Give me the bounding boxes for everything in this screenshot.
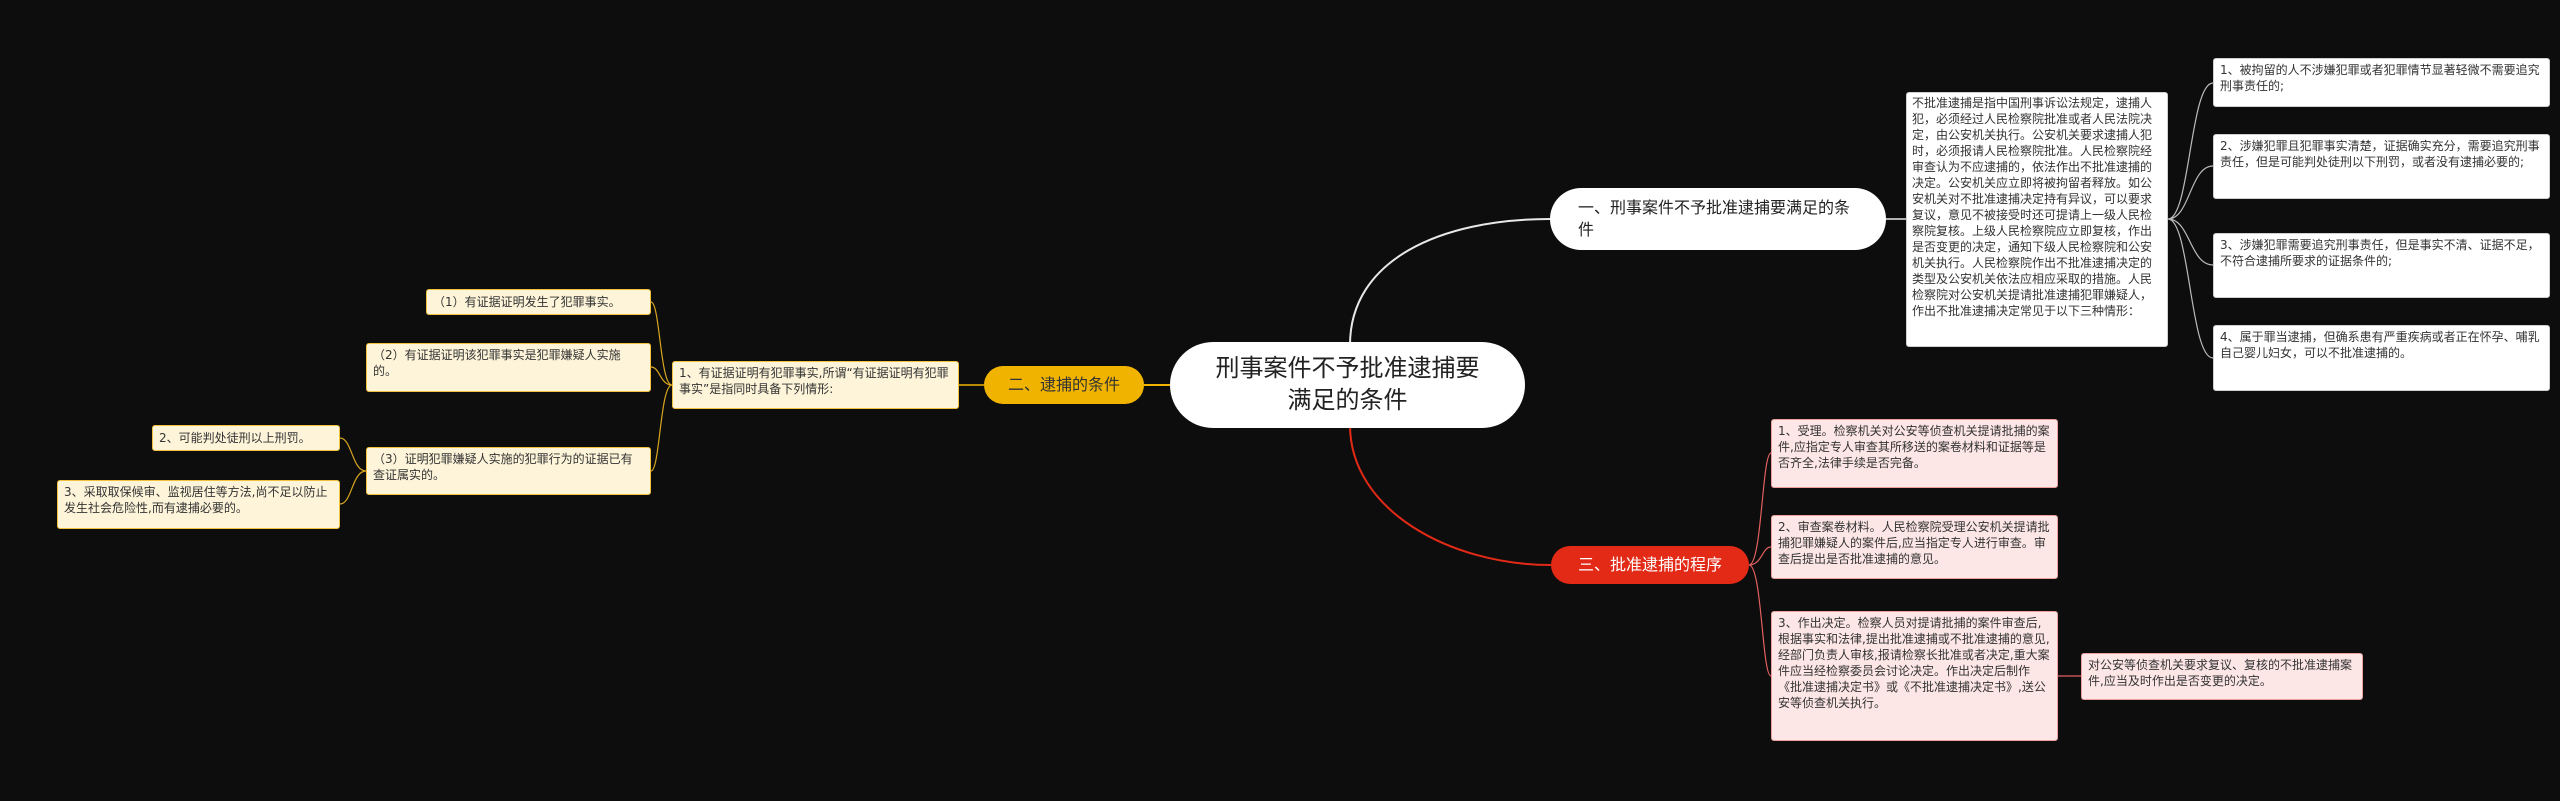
branch3-step-2-text: 2、审查案卷材料。人民检察院受理公安机关提请批捕犯罪嫌疑人的案件后,应当指定专人… — [1778, 520, 2050, 566]
branch2-condition-3: （3）证明犯罪嫌疑人实施的犯罪行为的证据已有查证属实的。 — [366, 447, 651, 495]
branch3-step-1-text: 1、受理。检察机关对公安等侦查机关提请批捕的案件,应指定专人审查其所移送的案卷材… — [1778, 424, 2050, 470]
branch3-step-2: 2、审查案卷材料。人民检察院受理公安机关提请批捕犯罪嫌疑人的案件后,应当指定专人… — [1771, 515, 2058, 579]
branch1-item-3-text: 3、涉嫌犯罪需要追究刑事责任，但是事实不清、证据不足，不符合逮捕所要求的证据条件… — [2220, 238, 2540, 268]
branch2-intro-text: 1、有证据证明有犯罪事实,所谓“有证据证明有犯罪事实”是指同时具备下列情形: — [679, 366, 949, 396]
branch2-intro: 1、有证据证明有犯罪事实,所谓“有证据证明有犯罪事实”是指同时具备下列情形: — [672, 361, 959, 409]
link-cond-others — [339, 437, 367, 505]
branch3-note-text: 对公安等侦查机关要求复议、复核的不批准逮捕案件,应当及时作出是否变更的决定。 — [2088, 658, 2353, 688]
branch2-condition-2-text: （2）有证据证明该犯罪事实是犯罪嫌疑人实施的。 — [373, 348, 621, 378]
branch3-note: 对公安等侦查机关要求复议、复核的不批准逮捕案件,应当及时作出是否变更的决定。 — [2081, 653, 2363, 700]
root-node[interactable]: 刑事案件不予批准逮捕要满足的条件 — [1170, 342, 1525, 428]
branch2-other-1-text: 2、可能判处徒刑以上刑罚。 — [159, 431, 311, 445]
branch1-node[interactable]: 一、刑事案件不予批准逮捕要满足的条件 — [1550, 188, 1886, 250]
branch2-other-2-text: 3、采取取保候审、监视居住等方法,尚不足以防止发生社会危险性,而有逮捕必要的。 — [64, 485, 328, 515]
branch2-other-2: 3、采取取保候审、监视居住等方法,尚不足以防止发生社会危险性,而有逮捕必要的。 — [57, 480, 340, 529]
branch1-item-2: 2、涉嫌犯罪且犯罪事实清楚，证据确实充分，需要追究刑事责任，但是可能判处徒刑以下… — [2213, 134, 2550, 199]
branch2-label: 二、逮捕的条件 — [1007, 375, 1120, 394]
branch1-item-2-text: 2、涉嫌犯罪且犯罪事实清楚，证据确实充分，需要追究刑事责任，但是可能判处徒刑以下… — [2220, 139, 2540, 169]
link-desc-items — [2167, 82, 2214, 359]
branch1-item-4: 4、属于罪当逮捕，但确系患有严重疾病或者正在怀孕、哺乳自己婴儿妇女，可以不批准逮… — [2213, 325, 2550, 391]
branch2-condition-3-text: （3）证明犯罪嫌疑人实施的犯罪行为的证据已有查证属实的。 — [373, 452, 633, 482]
branch3-step-3: 3、作出决定。检察人员对提请批捕的案件审查后,根据事实和法律,提出批准逮捕或不批… — [1771, 611, 2058, 741]
link-root-branch3 — [1349, 424, 1552, 566]
branch1-item-1: 1、被拘留的人不涉嫌犯罪或者犯罪情节显著轻微不需要追究刑事责任的; — [2213, 58, 2550, 107]
branch2-condition-2: （2）有证据证明该犯罪事实是犯罪嫌疑人实施的。 — [366, 343, 651, 392]
branch2-other-1: 2、可能判处徒刑以上刑罚。 — [152, 425, 340, 451]
branch1-item-3: 3、涉嫌犯罪需要追究刑事责任，但是事实不清、证据不足，不符合逮捕所要求的证据条件… — [2213, 233, 2550, 298]
branch2-condition-1-text: （1）有证据证明发生了犯罪事实。 — [433, 295, 621, 309]
link-intro-conditions — [650, 301, 673, 472]
branch3-step-1: 1、受理。检察机关对公安等侦查机关提请批捕的案件,应指定专人审查其所移送的案卷材… — [1771, 419, 2058, 488]
branch2-condition-1: （1）有证据证明发生了犯罪事实。 — [426, 289, 651, 315]
branch1-item-4-text: 4、属于罪当逮捕，但确系患有严重疾病或者正在怀孕、哺乳自己婴儿妇女，可以不批准逮… — [2220, 330, 2540, 360]
branch1-description-text: 不批准逮捕是指中国刑事诉讼法规定，逮捕人犯，必须经过人民检察院批准或者人民法院决… — [1912, 96, 2153, 318]
branch1-description: 不批准逮捕是指中国刑事诉讼法规定，逮捕人犯，必须经过人民检察院批准或者人民法院决… — [1906, 92, 2168, 347]
root-title: 刑事案件不予批准逮捕要满足的条件 — [1215, 354, 1480, 414]
branch3-step-3-text: 3、作出决定。检察人员对提请批捕的案件审查后,根据事实和法律,提出批准逮捕或不批… — [1778, 616, 2050, 710]
branch2-node[interactable]: 二、逮捕的条件 — [984, 366, 1144, 404]
link-root-branch1 — [1349, 218, 1551, 346]
link-branch3-steps — [1748, 452, 1772, 677]
branch1-label: 一、刑事案件不予批准逮捕要满足的条件 — [1578, 198, 1851, 239]
branch3-label: 三、批准逮捕的程序 — [1577, 555, 1722, 574]
branch3-node[interactable]: 三、批准逮捕的程序 — [1551, 546, 1749, 584]
branch1-item-1-text: 1、被拘留的人不涉嫌犯罪或者犯罪情节显著轻微不需要追究刑事责任的; — [2220, 63, 2540, 93]
